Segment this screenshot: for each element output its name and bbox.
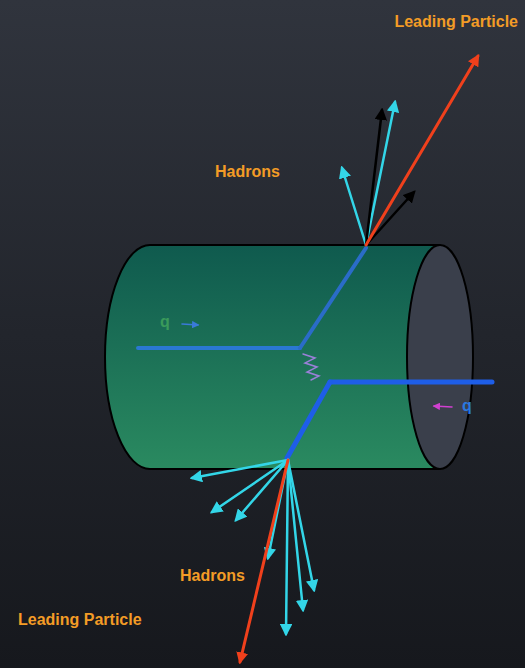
jet-label: Leading Particle	[18, 610, 142, 630]
bottom-jet	[192, 460, 314, 662]
detector-cylinder	[105, 245, 473, 469]
quark-lines	[138, 248, 492, 458]
quark-label: q	[160, 312, 170, 332]
hadrons-label: Hadrons	[180, 566, 245, 586]
hadrons-label: Hadrons	[215, 162, 280, 182]
jet-label: Leading Particle	[394, 12, 518, 32]
quark-label: q	[462, 396, 472, 416]
top-jet	[342, 56, 478, 245]
